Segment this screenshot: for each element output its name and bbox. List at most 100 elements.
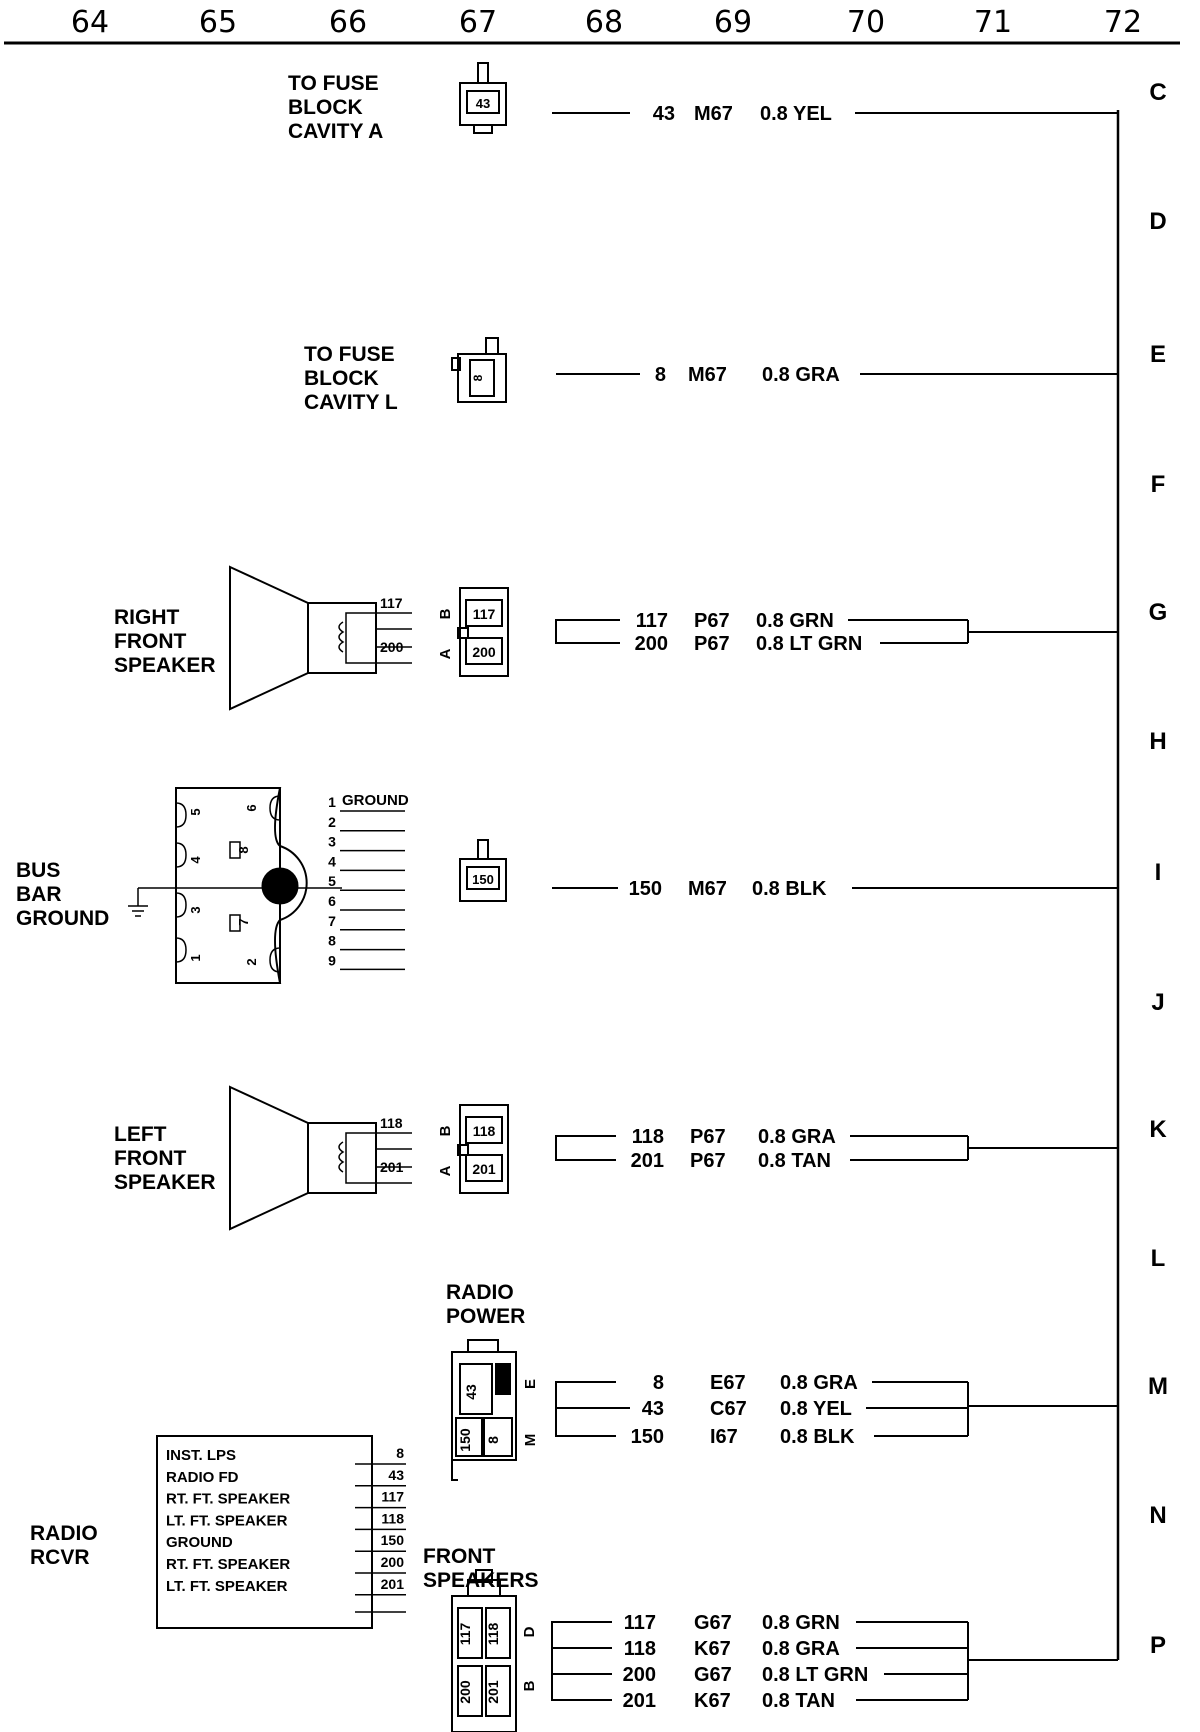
row-letter: K bbox=[1149, 1116, 1167, 1143]
rp-side-block bbox=[495, 1363, 511, 1395]
fuse-a-label-line: TO FUSE bbox=[288, 72, 379, 95]
bus-pin-box bbox=[466, 866, 500, 890]
lf-lead-label: 201 bbox=[380, 1159, 404, 1175]
radio-power-label-line: POWER bbox=[446, 1305, 525, 1328]
rf-speaker-label-line: SPEAKER bbox=[114, 654, 216, 677]
bus-bar-number: 4 bbox=[188, 856, 203, 864]
bus-row-number: 1 bbox=[328, 794, 336, 810]
wire-circuit: 43 bbox=[653, 103, 675, 125]
bus-bar-number: 6 bbox=[244, 804, 259, 811]
row-letter: F bbox=[1151, 471, 1166, 498]
column-number: 65 bbox=[199, 5, 237, 40]
wire-gauge: 0.8 YEL bbox=[780, 1398, 852, 1420]
row-letter: I bbox=[1155, 859, 1162, 886]
rf-speaker-label-line: FRONT bbox=[114, 630, 186, 653]
rf-pin: 200 bbox=[472, 644, 496, 660]
lf-lead-label: 118 bbox=[380, 1115, 403, 1131]
column-number: 70 bbox=[847, 5, 885, 40]
radio-rcvr-pin: 200 bbox=[381, 1554, 405, 1570]
bus-bar-number: 1 bbox=[188, 954, 203, 961]
bus-bar-terminal bbox=[175, 892, 187, 918]
fuse-a-label-line: BLOCK bbox=[288, 96, 363, 119]
fuse-a-label-line: CAVITY A bbox=[288, 120, 383, 143]
lf-wire-bracket bbox=[555, 1135, 616, 1161]
fs-pin-letter: D bbox=[521, 1626, 538, 1637]
radio-rcvr-function: LT. FT. SPEAKER bbox=[166, 1578, 288, 1595]
bus-bar-slot-8 bbox=[229, 841, 241, 859]
radio-rcvr-pin: 43 bbox=[388, 1467, 404, 1483]
bus-bar-terminal bbox=[269, 795, 281, 821]
fs-connector bbox=[451, 1595, 517, 1732]
wire-circuit: 150 bbox=[629, 878, 662, 900]
fuse-a-pin-box bbox=[466, 90, 500, 114]
rf-coil-wire bbox=[345, 612, 360, 664]
row-letter: E bbox=[1150, 341, 1166, 368]
wire-gauge: 0.8 BLK bbox=[780, 1426, 855, 1448]
lf-speaker-body bbox=[307, 1122, 377, 1194]
bus-bar-terminal bbox=[269, 947, 281, 973]
fuse-l-label-line: BLOCK bbox=[304, 367, 379, 390]
bus-bar-number: 5 bbox=[188, 808, 203, 815]
wire-circuit: 43 bbox=[642, 1398, 664, 1420]
lf-pin-b-box bbox=[465, 1116, 503, 1144]
lf-pin-letter: A bbox=[437, 1165, 454, 1176]
bus-bar-label-line: GROUND bbox=[16, 907, 109, 930]
wire-code: P67 bbox=[694, 633, 730, 655]
bus-pin: 150 bbox=[472, 872, 494, 887]
rp-pin-8-box bbox=[483, 1417, 513, 1457]
rp-bottom-foot bbox=[451, 1460, 458, 1481]
wire-code: P67 bbox=[694, 610, 730, 632]
wire-code: K67 bbox=[694, 1638, 731, 1660]
fuse-l-latch bbox=[451, 357, 461, 371]
wire-circuit: 8 bbox=[655, 364, 666, 386]
lf-speaker-label-line: LEFT bbox=[114, 1123, 167, 1146]
column-number: 71 bbox=[974, 5, 1012, 40]
radio-rcvr-function: GROUND bbox=[166, 1534, 233, 1551]
wire-gauge: 0.8 BLK bbox=[752, 878, 827, 900]
radio-rcvr-function: RT. FT. SPEAKER bbox=[166, 1556, 290, 1573]
row-letter: J bbox=[1151, 989, 1164, 1016]
bus-bar-stud bbox=[261, 867, 299, 905]
fs-top-tab bbox=[475, 1569, 493, 1583]
bus-row-number: 4 bbox=[328, 853, 336, 869]
wire-gauge: 0.8 YEL bbox=[760, 103, 832, 125]
radio-rcvr-pin: 117 bbox=[381, 1489, 404, 1505]
bus-row-number: 8 bbox=[328, 933, 336, 949]
bus-row-number: 3 bbox=[328, 834, 336, 850]
fs-pin: 200 bbox=[457, 1680, 473, 1704]
bus-bar-terminal bbox=[175, 937, 187, 963]
wire-circuit: 117 bbox=[636, 610, 668, 632]
fs-pin-200-box bbox=[457, 1665, 483, 1717]
fs-pin: 201 bbox=[485, 1680, 501, 1704]
row-letter: M bbox=[1148, 1373, 1168, 1400]
fuse-l-label-line: CAVITY L bbox=[304, 391, 398, 414]
wire-gauge: 0.8 LT GRN bbox=[756, 633, 862, 655]
lf-pin: 118 bbox=[473, 1123, 496, 1139]
lf-pin: 201 bbox=[472, 1161, 496, 1177]
bus-bar-number: 3 bbox=[188, 906, 203, 913]
row-letter: D bbox=[1149, 208, 1166, 235]
fuse-l-pin: 8 bbox=[471, 374, 485, 381]
wire-code: M67 bbox=[688, 364, 727, 386]
lf-key bbox=[457, 1144, 469, 1156]
rf-connector bbox=[459, 587, 509, 677]
fs-pin-117-box bbox=[457, 1607, 483, 1659]
radio-rcvr-box bbox=[156, 1435, 373, 1629]
fuse-a-pin: 43 bbox=[476, 96, 490, 111]
fs-pin: 118 bbox=[485, 1622, 501, 1645]
bus-bar-terminal bbox=[175, 842, 187, 868]
wire-code: K67 bbox=[694, 1690, 731, 1712]
column-number: 66 bbox=[329, 5, 367, 40]
front-speakers-label-line: FRONT bbox=[423, 1545, 495, 1568]
fs-wire-bracket bbox=[551, 1621, 612, 1701]
radio-rcvr-function: LT. FT. SPEAKER bbox=[166, 1512, 288, 1529]
radio-rcvr-pin: 118 bbox=[381, 1510, 404, 1526]
bus-bar-label-line: BUS bbox=[16, 859, 60, 882]
rp-pin-43-box bbox=[459, 1363, 493, 1415]
row-letter: P bbox=[1150, 1632, 1166, 1659]
rp-pin: 43 bbox=[463, 1384, 479, 1400]
